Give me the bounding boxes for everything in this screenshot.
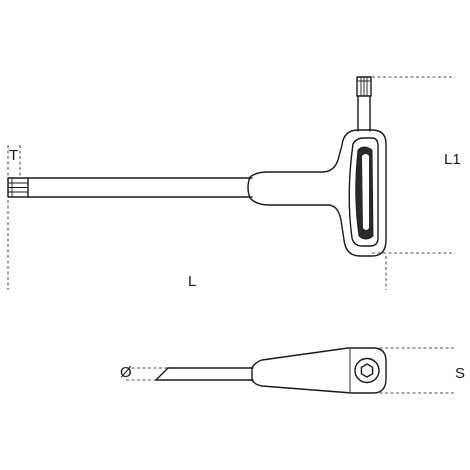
long-shaft-tip — [7, 177, 29, 198]
long-shaft — [27, 177, 253, 198]
side-handle — [251, 347, 387, 394]
top-view: T L L1 — [7, 76, 461, 290]
side-shaft — [155, 367, 254, 381]
dimension-lines — [7, 76, 455, 290]
tip-size-label: T — [9, 147, 18, 164]
short-shaft — [356, 76, 372, 132]
side-length-label: L1 — [444, 151, 461, 168]
side-view: Ø S — [120, 347, 465, 394]
length-label: L — [188, 273, 196, 290]
side-dimension-lines — [126, 347, 455, 394]
t-handle — [247, 129, 387, 257]
handle-thickness-label: S — [455, 365, 465, 382]
shaft-diameter-label: Ø — [120, 364, 132, 381]
